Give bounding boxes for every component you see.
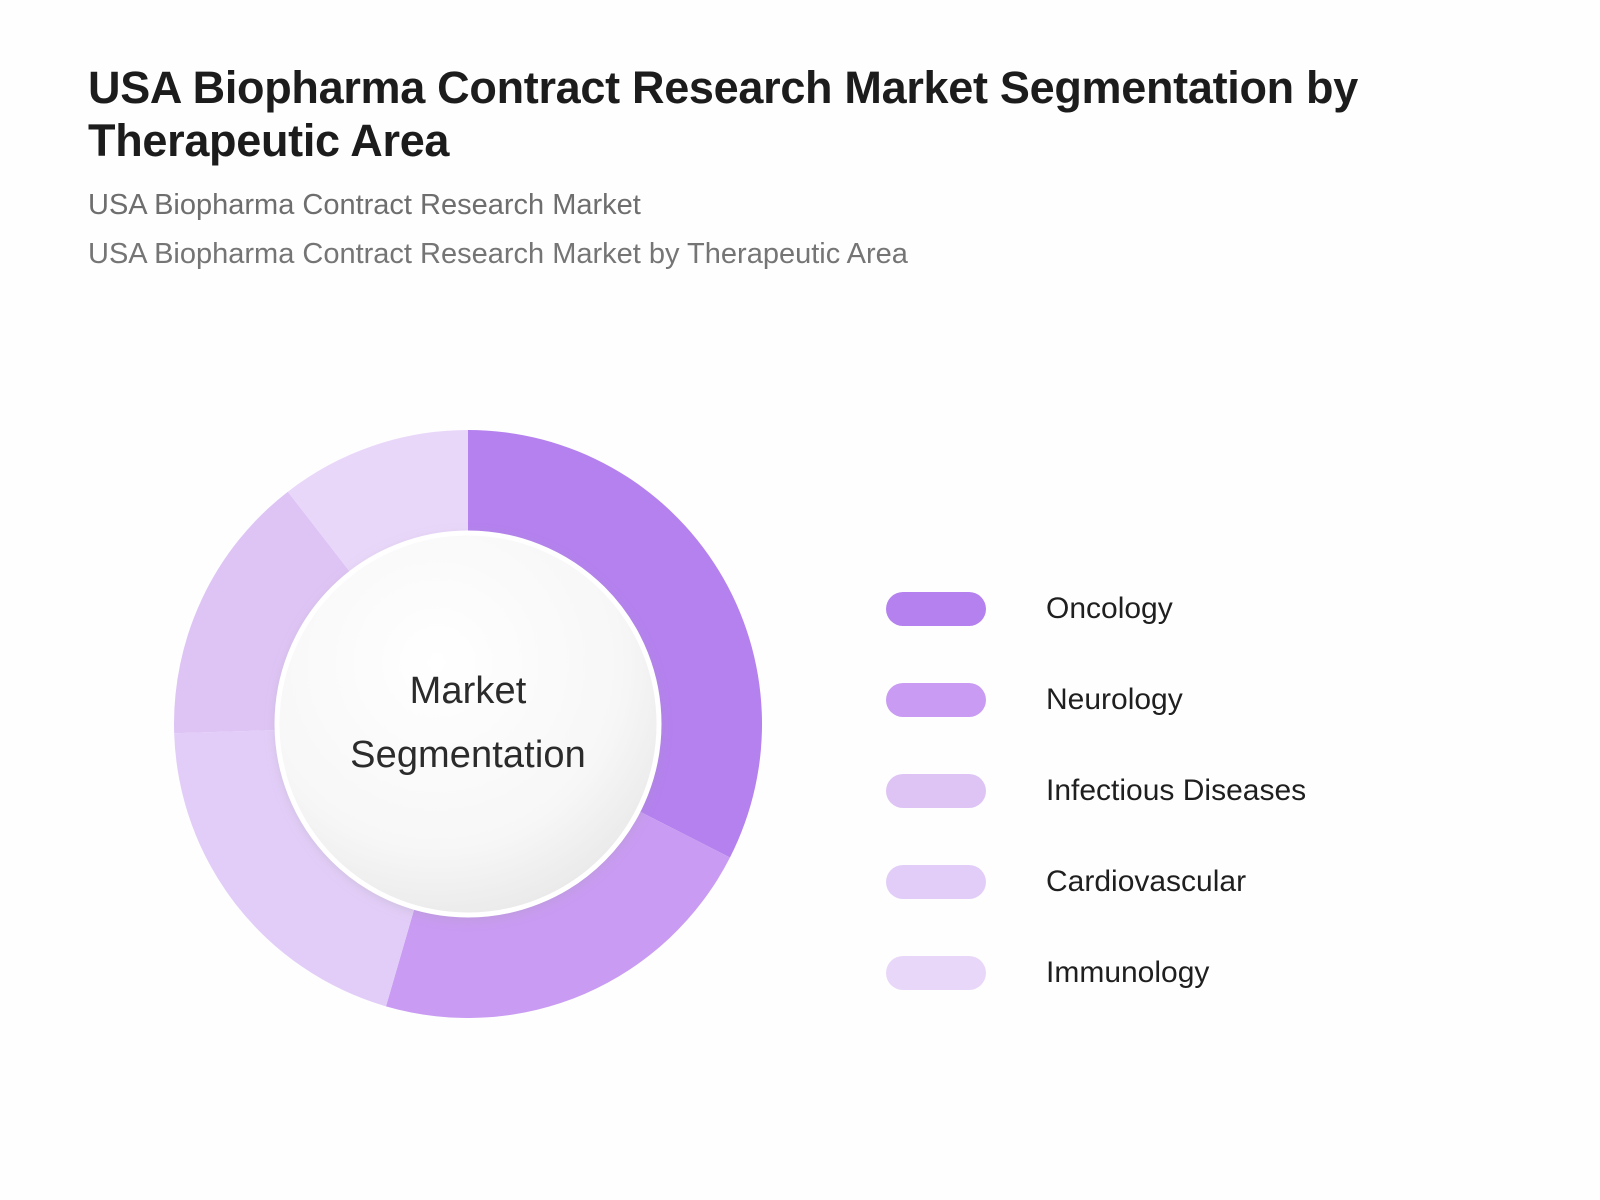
- donut-graphic: [174, 430, 762, 1018]
- legend-swatch-icon: [886, 592, 986, 626]
- page-title: USA Biopharma Contract Research Market S…: [88, 62, 1358, 166]
- legend-item-label: Immunology: [1046, 956, 1210, 989]
- legend-item-neurology[interactable]: Neurology: [886, 679, 1446, 721]
- donut-center-hub: [277, 533, 659, 915]
- legend-item-label: Cardiovascular: [1046, 865, 1247, 898]
- chart-subtitle-secondary: USA Biopharma Contract Research Market b…: [88, 237, 908, 270]
- legend-item-immunology[interactable]: Immunology: [886, 952, 1446, 994]
- donut-slice-oncology[interactable]: [468, 430, 762, 858]
- donut-svg: [174, 430, 762, 1018]
- legend-swatch-icon: [886, 683, 986, 717]
- legend-item-label: Oncology: [1046, 592, 1173, 625]
- center-label-line-2: Segmentation: [350, 734, 586, 776]
- legend-swatch-icon: [886, 956, 986, 990]
- legend-item-label: Infectious Diseases: [1046, 774, 1307, 807]
- legend-item-label: Neurology: [1046, 683, 1183, 716]
- donut-slice-immunology[interactable]: [287, 430, 468, 574]
- chart-header: USA Biopharma Contract Research Market S…: [88, 62, 1548, 274]
- donut-center-label: Market Segmentation: [277, 533, 659, 915]
- donut-slices: [174, 430, 762, 1018]
- donut-slice-neurology[interactable]: [385, 810, 730, 1018]
- legend-item-cardiovascular[interactable]: Cardiovascular: [886, 861, 1446, 903]
- legend-item-infectious-diseases[interactable]: Infectious Diseases: [886, 770, 1446, 812]
- legend-item-oncology[interactable]: Oncology: [886, 588, 1446, 630]
- center-label-line-1: Market: [409, 670, 527, 713]
- donut-slice-cardiovascular[interactable]: [174, 730, 415, 1007]
- donut-center-ring: [274, 530, 662, 918]
- chart-subtitle-primary: USA Biopharma Contract Research Market: [88, 189, 641, 222]
- donut-slice-infectious-diseases[interactable]: [174, 491, 351, 734]
- legend-swatch-icon: [886, 774, 986, 808]
- legend-swatch-icon: [886, 865, 986, 899]
